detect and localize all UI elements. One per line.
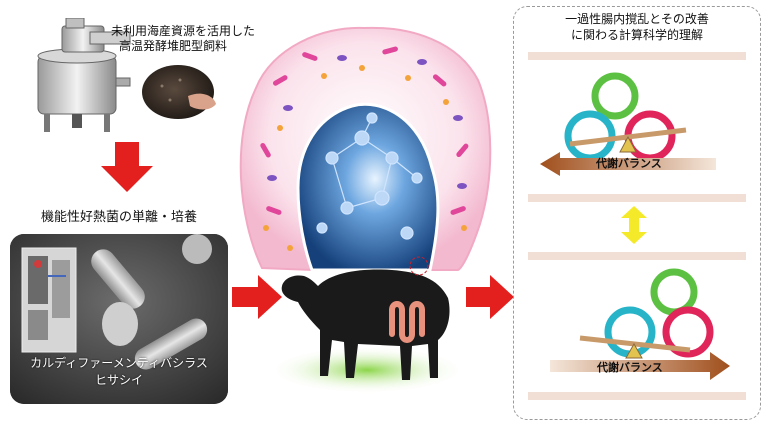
bacteria-name-line1: カルディファーメンティバシラス — [30, 356, 208, 370]
cow-with-intestine — [262, 248, 472, 396]
balance-arrow-left — [540, 152, 716, 176]
bacteria-cluster — [260, 46, 469, 251]
balance-label-top: 代謝バランス — [596, 157, 662, 170]
cycle-cyan — [564, 110, 616, 162]
metabolism-title-line1: 一過性腸内撹乱とその改善 — [565, 12, 709, 26]
cycle-green — [591, 72, 639, 120]
metabolism-title-line2: に関わる計算科学的理解 — [570, 28, 703, 42]
balance-beam — [569, 127, 687, 153]
fermentation-caption-line2: 高温発酵堆肥型飼料 — [119, 39, 228, 53]
molecule-network — [316, 112, 423, 240]
metabolism-state-disturbed — [520, 46, 754, 216]
balance-beam-2 — [579, 335, 691, 359]
metabolism-state-improved — [520, 246, 754, 416]
cow-silhouette — [281, 269, 450, 380]
fermentation-caption-line1: 未利用海産資源を活用した — [111, 24, 256, 38]
compost-photo — [140, 60, 220, 122]
epithelium-bottom — [528, 252, 746, 400]
bacteria-title: 機能性好熱菌の単離・培養 — [41, 210, 198, 225]
bacteria-name-line2: ヒサシイ — [94, 373, 143, 387]
intestine-coil — [389, 301, 425, 343]
balance-label-bottom: 代謝バランス — [597, 361, 663, 374]
yellow-double-arrow — [621, 206, 647, 244]
bacterium-rod-1 — [91, 249, 145, 309]
cycle-magenta-2 — [662, 306, 714, 358]
fermenter-machine — [28, 17, 138, 136]
balance-arrow-right — [550, 352, 730, 380]
metabolism-panel — [513, 6, 761, 420]
epithelium-top — [528, 52, 746, 202]
red-arrow-right-2 — [466, 275, 516, 319]
bacterium-rod-2 — [134, 318, 208, 370]
gut-microbiota-illustration — [232, 18, 497, 280]
cycle-green-2 — [650, 268, 698, 316]
red-arrow-down — [99, 142, 155, 194]
incubator-inset — [20, 246, 78, 354]
red-arrow-right-1 — [232, 275, 284, 319]
